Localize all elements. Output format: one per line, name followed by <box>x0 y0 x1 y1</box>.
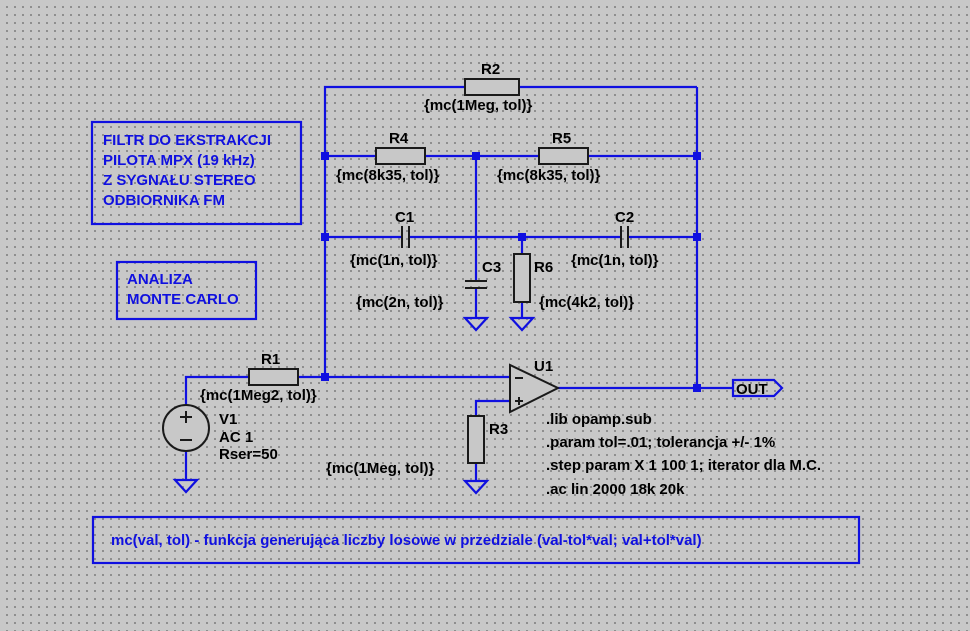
junction-dot <box>693 233 701 241</box>
r3-ref: R3 <box>489 421 508 438</box>
spice-directive-1: .lib opamp.sub <box>546 411 652 428</box>
v1-ref: V1 <box>219 411 237 428</box>
resistor-r2[interactable]: R2 {mc(1Meg, tol)} <box>424 61 533 114</box>
junction-dot <box>321 152 329 160</box>
wire-r2-loop <box>323 85 465 377</box>
v1-rser: Rser=50 <box>219 446 278 463</box>
r2-value: {mc(1Meg, tol)} <box>424 97 533 114</box>
c1-value: {mc(1n, tol)} <box>350 252 438 269</box>
resistor-r4[interactable]: R4 {mc(8k35, tol)} <box>336 130 440 184</box>
r3-value: {mc(1Meg, tol)} <box>326 460 435 477</box>
r1-ref: R1 <box>261 351 280 368</box>
r6-ref: R6 <box>534 259 553 276</box>
title-line-2: PILOTA MPX (19 kHz) <box>103 152 255 169</box>
voltage-source-v1[interactable]: V1 AC 1 Rser=50 <box>162 404 278 463</box>
title-box: FILTR DO EKSTRAKCJI PILOTA MPX (19 kHz) … <box>90 120 303 226</box>
analysis-box: ANALIZA MONTE CARLO <box>115 260 258 321</box>
title-line-4: ODBIORNIKA FM <box>103 192 225 209</box>
ground-r3 <box>462 479 490 495</box>
resistor-r5[interactable]: R5 {mc(8k35, tol)} <box>497 130 601 184</box>
opamp-u1[interactable]: U1 <box>509 358 561 414</box>
footer-note-box: mc(val, tol) - funkcja generująca liczby… <box>91 515 861 565</box>
title-line-3: Z SYGNAŁU STEREO <box>103 172 256 189</box>
spice-directive-3: .step param X 1 100 1; iterator dla M.C. <box>546 457 821 474</box>
c2-ref: C2 <box>615 209 634 226</box>
out-net-label[interactable]: OUT <box>731 378 784 398</box>
junction-dot <box>693 152 701 160</box>
ground-v1 <box>172 478 200 494</box>
out-label-text: OUT <box>736 381 768 398</box>
junction-dot <box>693 384 701 392</box>
u1-ref: U1 <box>534 358 553 375</box>
r1-value: {mc(1Meg2, tol)} <box>200 387 317 404</box>
r2-ref: R2 <box>481 61 500 78</box>
junction-dot <box>472 152 480 160</box>
r5-value: {mc(8k35, tol)} <box>497 167 601 184</box>
junction-dot <box>518 233 526 241</box>
wire-v1-r1 <box>184 375 249 405</box>
c2-value: {mc(1n, tol)} <box>571 252 659 269</box>
resistor-r3[interactable]: R3 {mc(1Meg, tol)} <box>326 415 508 477</box>
resistor-r1[interactable]: R1 {mc(1Meg2, tol)} <box>200 351 317 404</box>
ground-c3 <box>462 316 490 332</box>
capacitor-c2[interactable]: C2 {mc(1n, tol)} <box>571 209 659 269</box>
resistor-r6[interactable]: R6 {mc(4k2, tol)} <box>513 253 634 311</box>
wire-noninv-r3 <box>474 399 510 416</box>
c3-value: {mc(2n, tol)} <box>356 294 444 311</box>
spice-directive-4: .ac lin 2000 18k 20k <box>546 481 685 498</box>
analysis-line-1: ANALIZA <box>127 271 193 288</box>
title-line-1: FILTR DO EKSTRAKCJI <box>103 132 271 149</box>
junction-dot <box>321 233 329 241</box>
footer-note-text: mc(val, tol) - funkcja generująca liczby… <box>111 532 702 549</box>
capacitor-c1[interactable]: C1 {mc(1n, tol)} <box>350 209 438 269</box>
capacitor-c3[interactable]: C3 {mc(2n, tol)} <box>356 259 501 311</box>
junction-dot <box>321 373 329 381</box>
ground-r6 <box>508 316 536 332</box>
c3-ref: C3 <box>482 259 501 276</box>
r5-ref: R5 <box>552 130 571 147</box>
junctions <box>321 152 701 392</box>
r4-value: {mc(8k35, tol)} <box>336 167 440 184</box>
c1-ref: C1 <box>395 209 414 226</box>
spice-directives: .lib opamp.sub .param tol=.01; tolerancj… <box>546 411 821 498</box>
r4-ref: R4 <box>389 130 409 147</box>
analysis-line-2: MONTE CARLO <box>127 291 239 308</box>
spice-directive-2: .param tol=.01; tolerancja +/- 1% <box>546 434 775 451</box>
v1-ac: AC 1 <box>219 429 253 446</box>
r6-value: {mc(4k2, tol)} <box>539 294 634 311</box>
